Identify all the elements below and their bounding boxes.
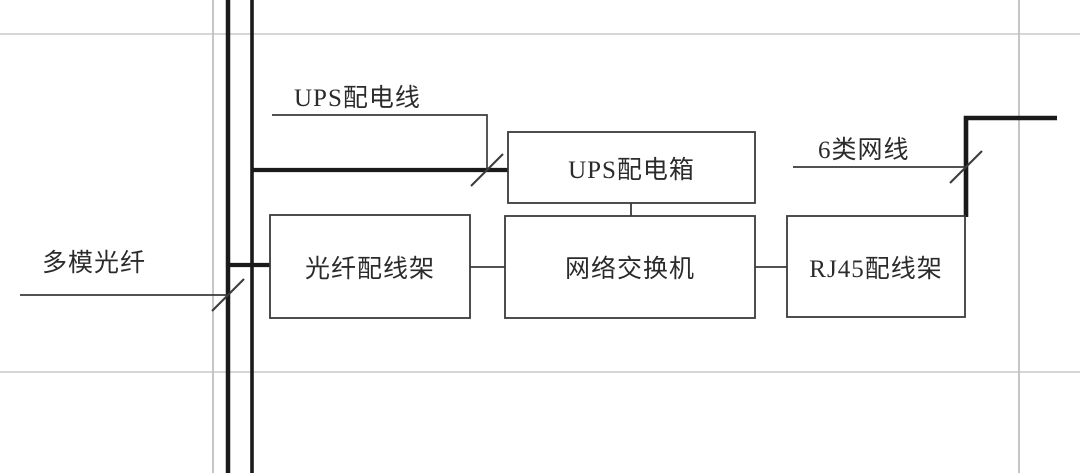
tick-mark-ups-power-cable [470,153,504,187]
wall-riser-lines [225,0,254,473]
leader-ups-power-cable [272,114,488,170]
box-fiber-patch-panel [269,214,471,319]
box-connectors [470,203,787,268]
tick-mark-multimode-fiber [211,278,245,312]
box-rj45-patch-panel [786,215,966,318]
annotation-leaders [20,114,966,296]
cable-routes [226,115,1057,268]
tick-mark-cat6-network-cable [949,150,983,184]
box-ups-distribution-cabinet [507,131,756,204]
box-network-switch [504,215,756,319]
leader-tick-marks [211,150,983,312]
equipment-boxes [269,131,966,319]
route-rj45-riser-to-ceiling [963,115,1057,217]
